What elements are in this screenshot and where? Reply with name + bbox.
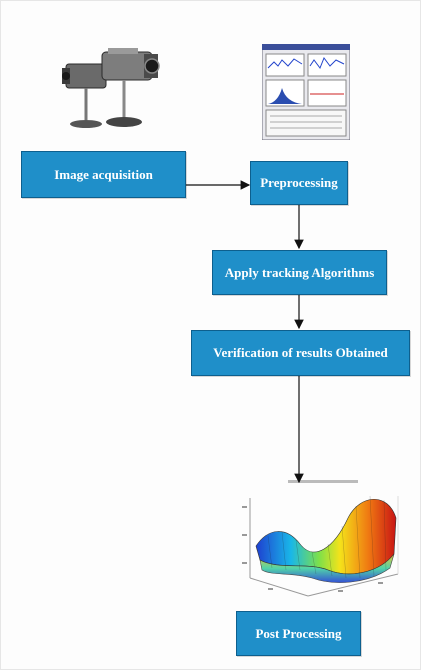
step-image-acquisition: Image acquisition xyxy=(21,151,186,198)
step-verification-of-results: Verification of results Obtained xyxy=(191,330,410,376)
step-apply-tracking-algorithms: Apply tracking Algorithms xyxy=(212,250,387,295)
step-verification-label: Verification of results Obtained xyxy=(213,345,388,360)
step-post-processing: Post Processing xyxy=(236,611,361,656)
step-preprocessing-label: Preprocessing xyxy=(260,175,338,190)
camera-icon xyxy=(62,48,160,128)
step-image-acquisition-label: Image acquisition xyxy=(54,166,153,182)
step-post-processing-label: Post Processing xyxy=(255,625,342,641)
surface-plot-icon xyxy=(242,480,399,597)
software-window-icon xyxy=(262,44,350,140)
step-preprocessing: Preprocessing xyxy=(250,161,348,205)
step-apply-tracking-label: Apply tracking Algorithms xyxy=(224,264,375,280)
